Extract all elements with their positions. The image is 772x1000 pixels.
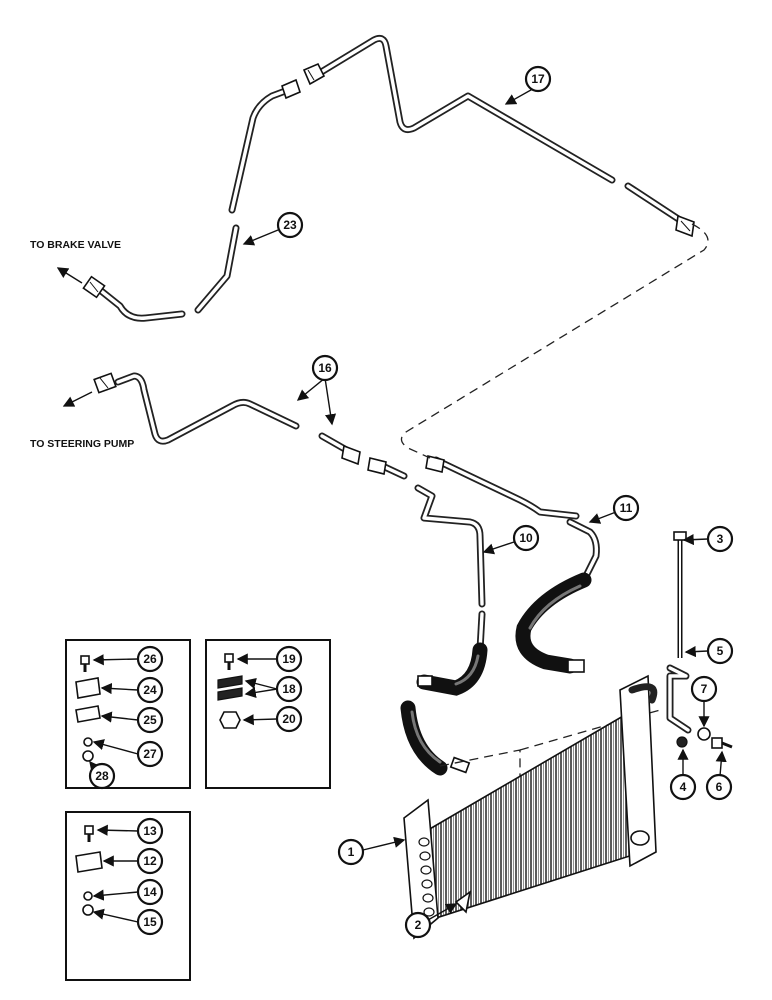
svg-text:28: 28 bbox=[95, 769, 109, 783]
svg-text:20: 20 bbox=[282, 712, 296, 726]
label-steering-pump: TO STEERING PUMP bbox=[30, 438, 134, 450]
callout-19: 19 bbox=[236, 645, 303, 673]
svg-text:13: 13 bbox=[143, 824, 157, 838]
callout-28: 28 bbox=[88, 760, 116, 790]
bolt-3 bbox=[673, 531, 687, 658]
washer-7-part bbox=[697, 727, 711, 741]
tube-17 bbox=[302, 35, 695, 238]
callout-14: 14 bbox=[92, 878, 164, 906]
callout-10: 10 bbox=[482, 524, 540, 555]
callout-18: 18 bbox=[244, 675, 303, 703]
svg-text:24: 24 bbox=[143, 683, 157, 697]
svg-text:25: 25 bbox=[143, 713, 157, 727]
callout-13: 13 bbox=[96, 817, 164, 845]
tube-16 bbox=[93, 372, 361, 466]
callout-7: 7 bbox=[690, 675, 718, 728]
label-brake-valve: TO BRAKE VALVE bbox=[30, 239, 121, 251]
callout-25: 25 bbox=[100, 706, 164, 734]
label-brake-valve-group: TO BRAKE VALVE bbox=[30, 239, 121, 284]
tube-10 bbox=[367, 457, 486, 654]
svg-text:16: 16 bbox=[318, 361, 332, 375]
callout-5: 5 bbox=[684, 637, 734, 665]
callout-11: 11 bbox=[588, 494, 640, 524]
svg-text:3: 3 bbox=[717, 532, 724, 546]
callout-6: 6 bbox=[705, 750, 733, 801]
svg-text:7: 7 bbox=[701, 682, 708, 696]
svg-text:6: 6 bbox=[716, 780, 723, 794]
callout-20: 20 bbox=[242, 705, 303, 733]
hose-right bbox=[515, 572, 592, 674]
svg-text:15: 15 bbox=[143, 915, 157, 929]
callout-2: 2 bbox=[404, 903, 458, 939]
callout-4: 4 bbox=[669, 748, 697, 801]
callout-12: 12 bbox=[102, 847, 164, 875]
inset-panel-lower bbox=[65, 811, 191, 981]
svg-text:18: 18 bbox=[282, 682, 296, 696]
svg-text:27: 27 bbox=[143, 747, 157, 761]
svg-text:1: 1 bbox=[348, 845, 355, 859]
callout-1: 1 bbox=[337, 836, 406, 866]
svg-text:10: 10 bbox=[519, 531, 533, 545]
callout-27: 27 bbox=[92, 739, 164, 768]
svg-text:19: 19 bbox=[282, 652, 296, 666]
tube-11 bbox=[425, 455, 600, 584]
bracket-5 bbox=[666, 664, 692, 734]
svg-text:11: 11 bbox=[620, 501, 633, 515]
nut-4-part bbox=[676, 736, 688, 748]
cooler-fins bbox=[427, 710, 643, 920]
callout-26: 26 bbox=[92, 645, 164, 673]
svg-text:2: 2 bbox=[415, 918, 422, 932]
svg-text:5: 5 bbox=[717, 644, 724, 658]
tube-23 bbox=[82, 78, 301, 322]
svg-text:23: 23 bbox=[283, 218, 297, 232]
svg-text:12: 12 bbox=[143, 854, 157, 868]
svg-text:26: 26 bbox=[143, 652, 157, 666]
callout-17: 17 bbox=[504, 65, 552, 105]
hose-left bbox=[400, 642, 488, 776]
label-steering-pump-group: TO STEERING PUMP bbox=[30, 391, 134, 450]
callout-3: 3 bbox=[682, 525, 734, 553]
svg-text:4: 4 bbox=[680, 780, 687, 794]
callout-16: 16 bbox=[296, 354, 339, 426]
bolt-6-part bbox=[711, 737, 733, 749]
oil-cooler bbox=[403, 674, 658, 940]
svg-text:17: 17 bbox=[531, 72, 545, 86]
callout-24: 24 bbox=[100, 676, 164, 704]
drain-cock-2 bbox=[454, 890, 472, 914]
callout-15: 15 bbox=[92, 908, 164, 936]
inset-panel-left bbox=[65, 639, 191, 789]
callout-23: 23 bbox=[242, 211, 304, 246]
inset-panel-middle bbox=[205, 639, 331, 789]
svg-text:14: 14 bbox=[143, 885, 157, 899]
